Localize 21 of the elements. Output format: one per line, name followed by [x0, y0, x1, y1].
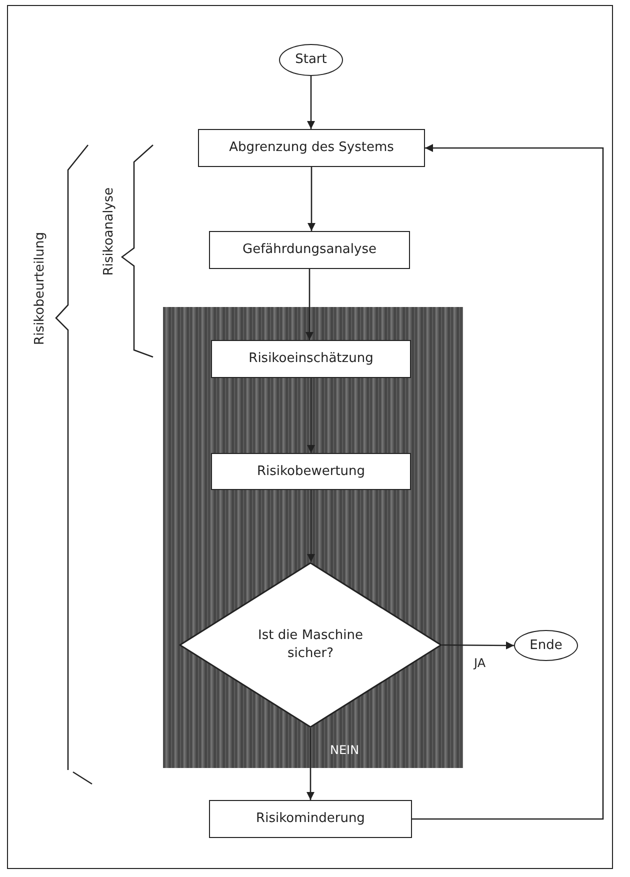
start-oval: Start: [279, 44, 343, 76]
shaded-panel: [163, 307, 463, 768]
decision-diamond: Ist die Maschine sicher?: [179, 562, 442, 728]
arrow: [412, 144, 604, 820]
process-box: Abgrenzung des Systems: [198, 129, 425, 167]
edge-label: JA: [474, 656, 486, 670]
arrow: [306, 728, 314, 800]
edge-label: NEIN: [330, 743, 360, 757]
end-oval: Ende: [514, 630, 578, 661]
brace-label: Risikobeurteilung: [32, 231, 48, 347]
arrow: [308, 167, 316, 231]
arrow: [307, 76, 315, 129]
process-box: Risikominderung: [209, 800, 412, 838]
process-box: Risikoeinschätzung: [211, 340, 411, 378]
arrow: [307, 378, 315, 453]
arrow: [307, 490, 315, 562]
arrow: [442, 641, 514, 650]
brace-label: Risikoanalyse: [102, 186, 116, 278]
arrow: [306, 269, 314, 340]
process-box: Gefährdungsanalyse: [209, 231, 410, 269]
process-box: Risikobewertung: [211, 453, 411, 490]
